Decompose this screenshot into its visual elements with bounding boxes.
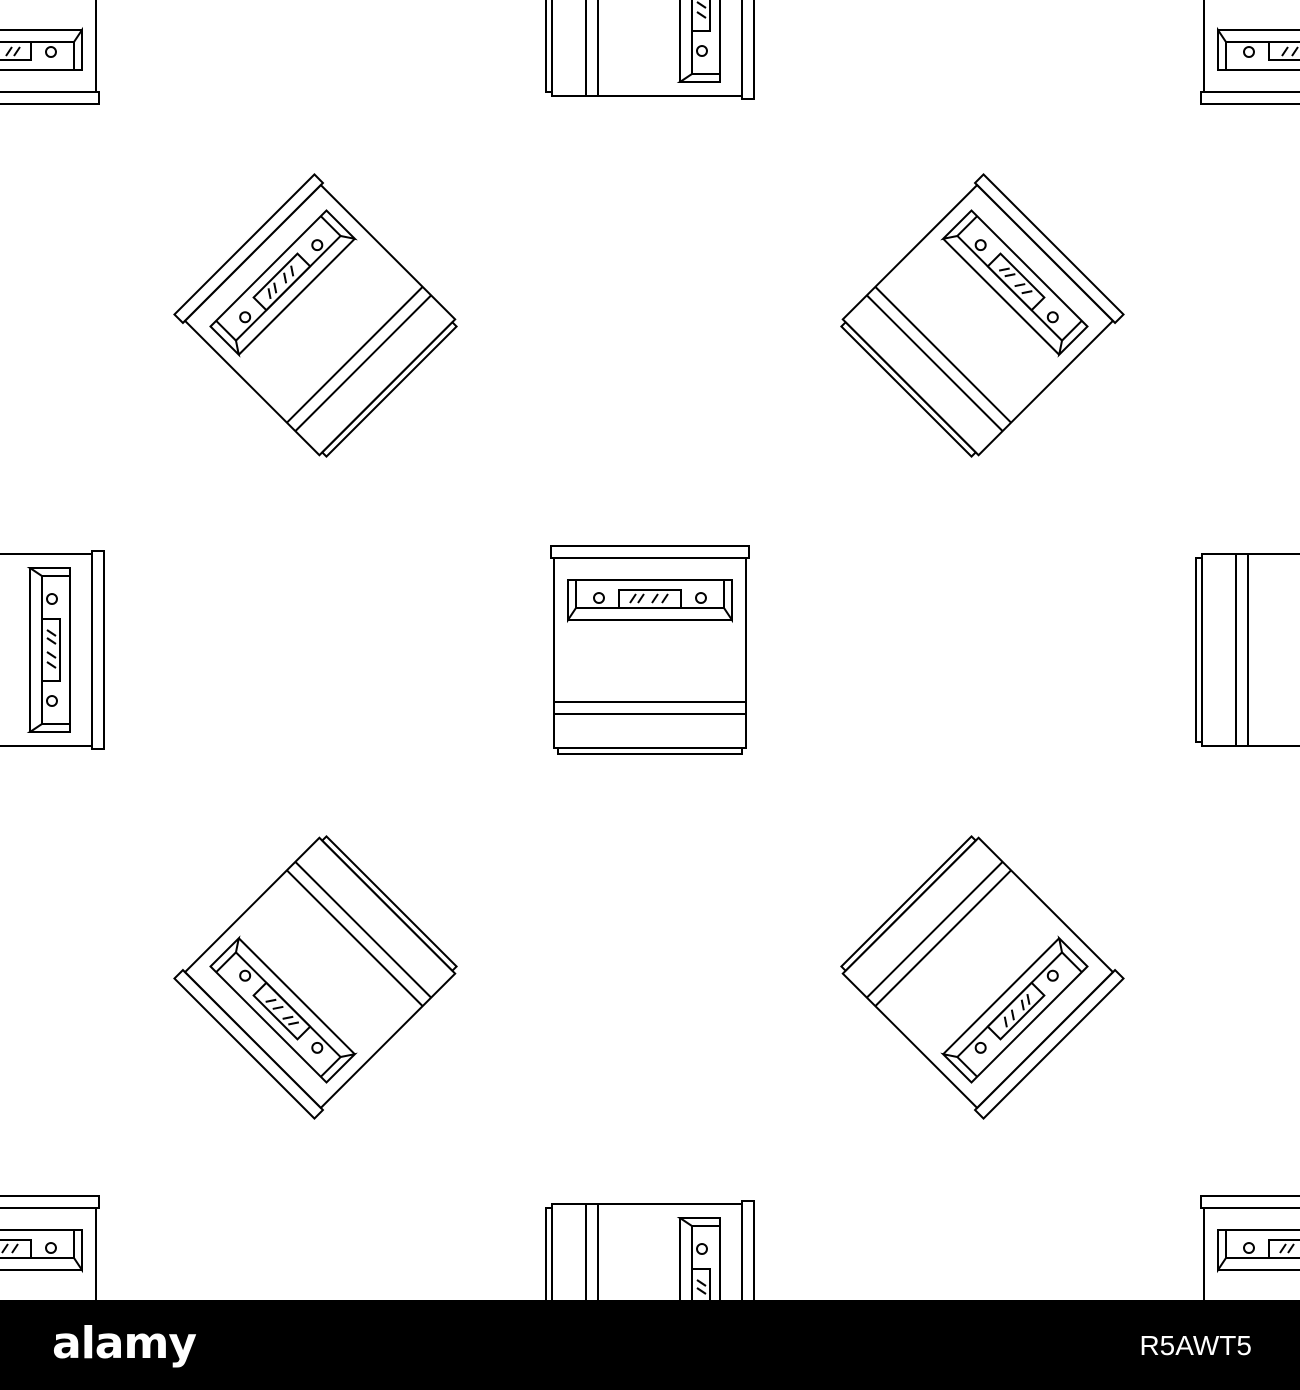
dishwasher-icon — [173, 830, 463, 1120]
dishwasher-icon — [1200, 0, 1300, 105]
dishwasher-icon — [545, 0, 755, 100]
dishwasher-icon — [0, 0, 100, 105]
dishwasher-icon — [0, 550, 105, 750]
dishwasher-icon — [550, 545, 750, 755]
dishwasher-icon — [545, 1200, 755, 1300]
dishwasher-icon — [835, 173, 1125, 463]
alamy-logo: alamy — [52, 1318, 197, 1369]
dishwasher-icon — [173, 173, 463, 463]
watermark-footer: alamy R5AWT5 — [0, 1300, 1300, 1390]
dishwasher-icon — [1200, 1195, 1300, 1300]
dishwasher-icon — [1195, 550, 1300, 750]
dishwasher-icon — [835, 830, 1125, 1120]
dishwasher-icon — [0, 1195, 100, 1300]
dishwasher-pattern — [0, 0, 1300, 1300]
image-id: R5AWT5 — [1139, 1330, 1252, 1361]
